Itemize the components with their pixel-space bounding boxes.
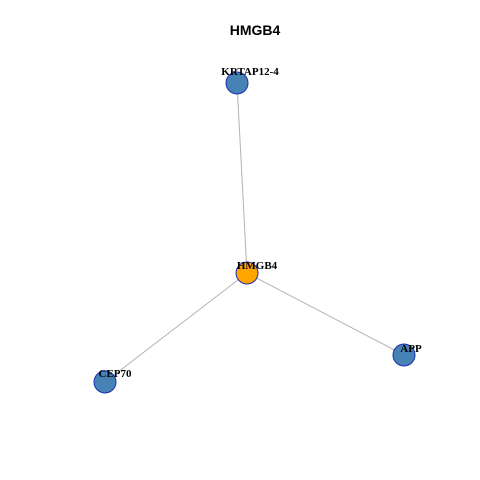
edge-hmgb4-app [246,272,405,356]
node-app[interactable] [392,343,416,367]
edge-hmgb4-cep70 [104,272,248,383]
node-label-app: APP [400,343,422,355]
node-label-krtap12-4: KRTAP12-4 [221,66,279,78]
nodes-layer [93,71,416,394]
node-label-hmgb4: HMGB4 [237,260,278,272]
node-hmgb4[interactable] [235,261,259,285]
node-krtap12-4[interactable] [225,71,249,95]
edge-hmgb4-krtap12-4 [236,82,248,274]
edges-layer [104,82,405,383]
diagram-title: HMGB4 [230,22,281,38]
node-cep70[interactable] [93,370,117,394]
node-label-cep70: CEP70 [99,368,133,380]
